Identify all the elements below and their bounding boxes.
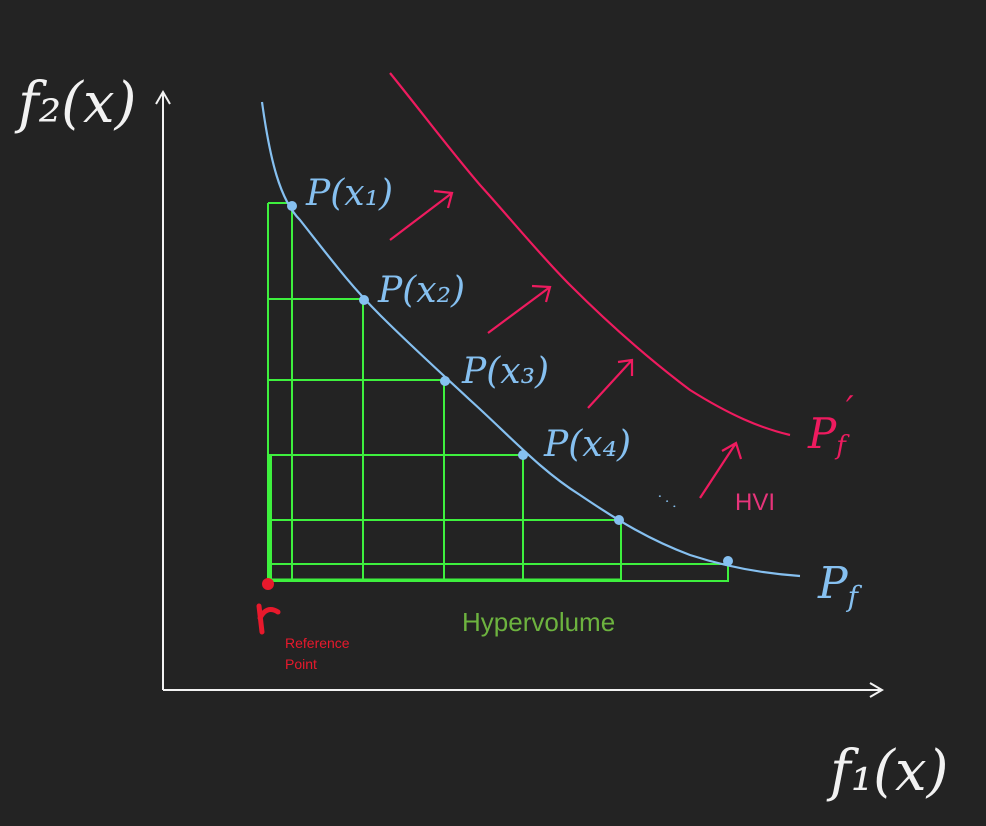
point-label-4: P(x₄) <box>543 424 631 465</box>
arrow-icon-4 <box>699 441 743 499</box>
point-label-3: P(x₃) <box>461 351 549 392</box>
continuation-dots: · · · <box>653 489 680 515</box>
point-x2 <box>359 295 369 305</box>
axes <box>155 90 884 698</box>
x-axis-arrow-icon <box>869 682 884 698</box>
improved-front-curve <box>389 72 791 437</box>
point-x5 <box>614 515 624 525</box>
point-x3 <box>440 376 450 386</box>
reference-caption-line1: Reference <box>285 635 350 651</box>
point-x1 <box>287 201 297 211</box>
arrow-icon-2 <box>487 284 552 334</box>
point-label-2: P(x₂) <box>377 270 465 311</box>
x-axis-label: f₁(x) <box>826 739 948 804</box>
grid-bottom-strip <box>268 563 729 582</box>
hvi-label: HVI <box>735 489 775 516</box>
point-x4 <box>518 450 528 460</box>
front-label: Pf <box>817 558 863 613</box>
pareto-front-curve <box>260 101 801 578</box>
y-axis-label: f₂(x) <box>14 71 136 136</box>
point-label-1: P(x₁) <box>305 173 393 214</box>
arrow-icon-1 <box>389 189 454 241</box>
hypervolume-grid <box>267 202 729 582</box>
improvement-arrows <box>389 189 743 499</box>
hypervolume-label: Hypervolume <box>462 607 615 637</box>
point-x6 <box>723 556 733 566</box>
reference-symbol <box>256 603 281 635</box>
reference-point <box>262 578 274 590</box>
y-axis-arrow-icon <box>155 90 171 105</box>
front-points <box>287 201 733 566</box>
improved-front-label: Pf′ <box>807 389 854 461</box>
arrow-icon-3 <box>587 358 634 409</box>
reference-caption-line2: Point <box>285 656 317 672</box>
